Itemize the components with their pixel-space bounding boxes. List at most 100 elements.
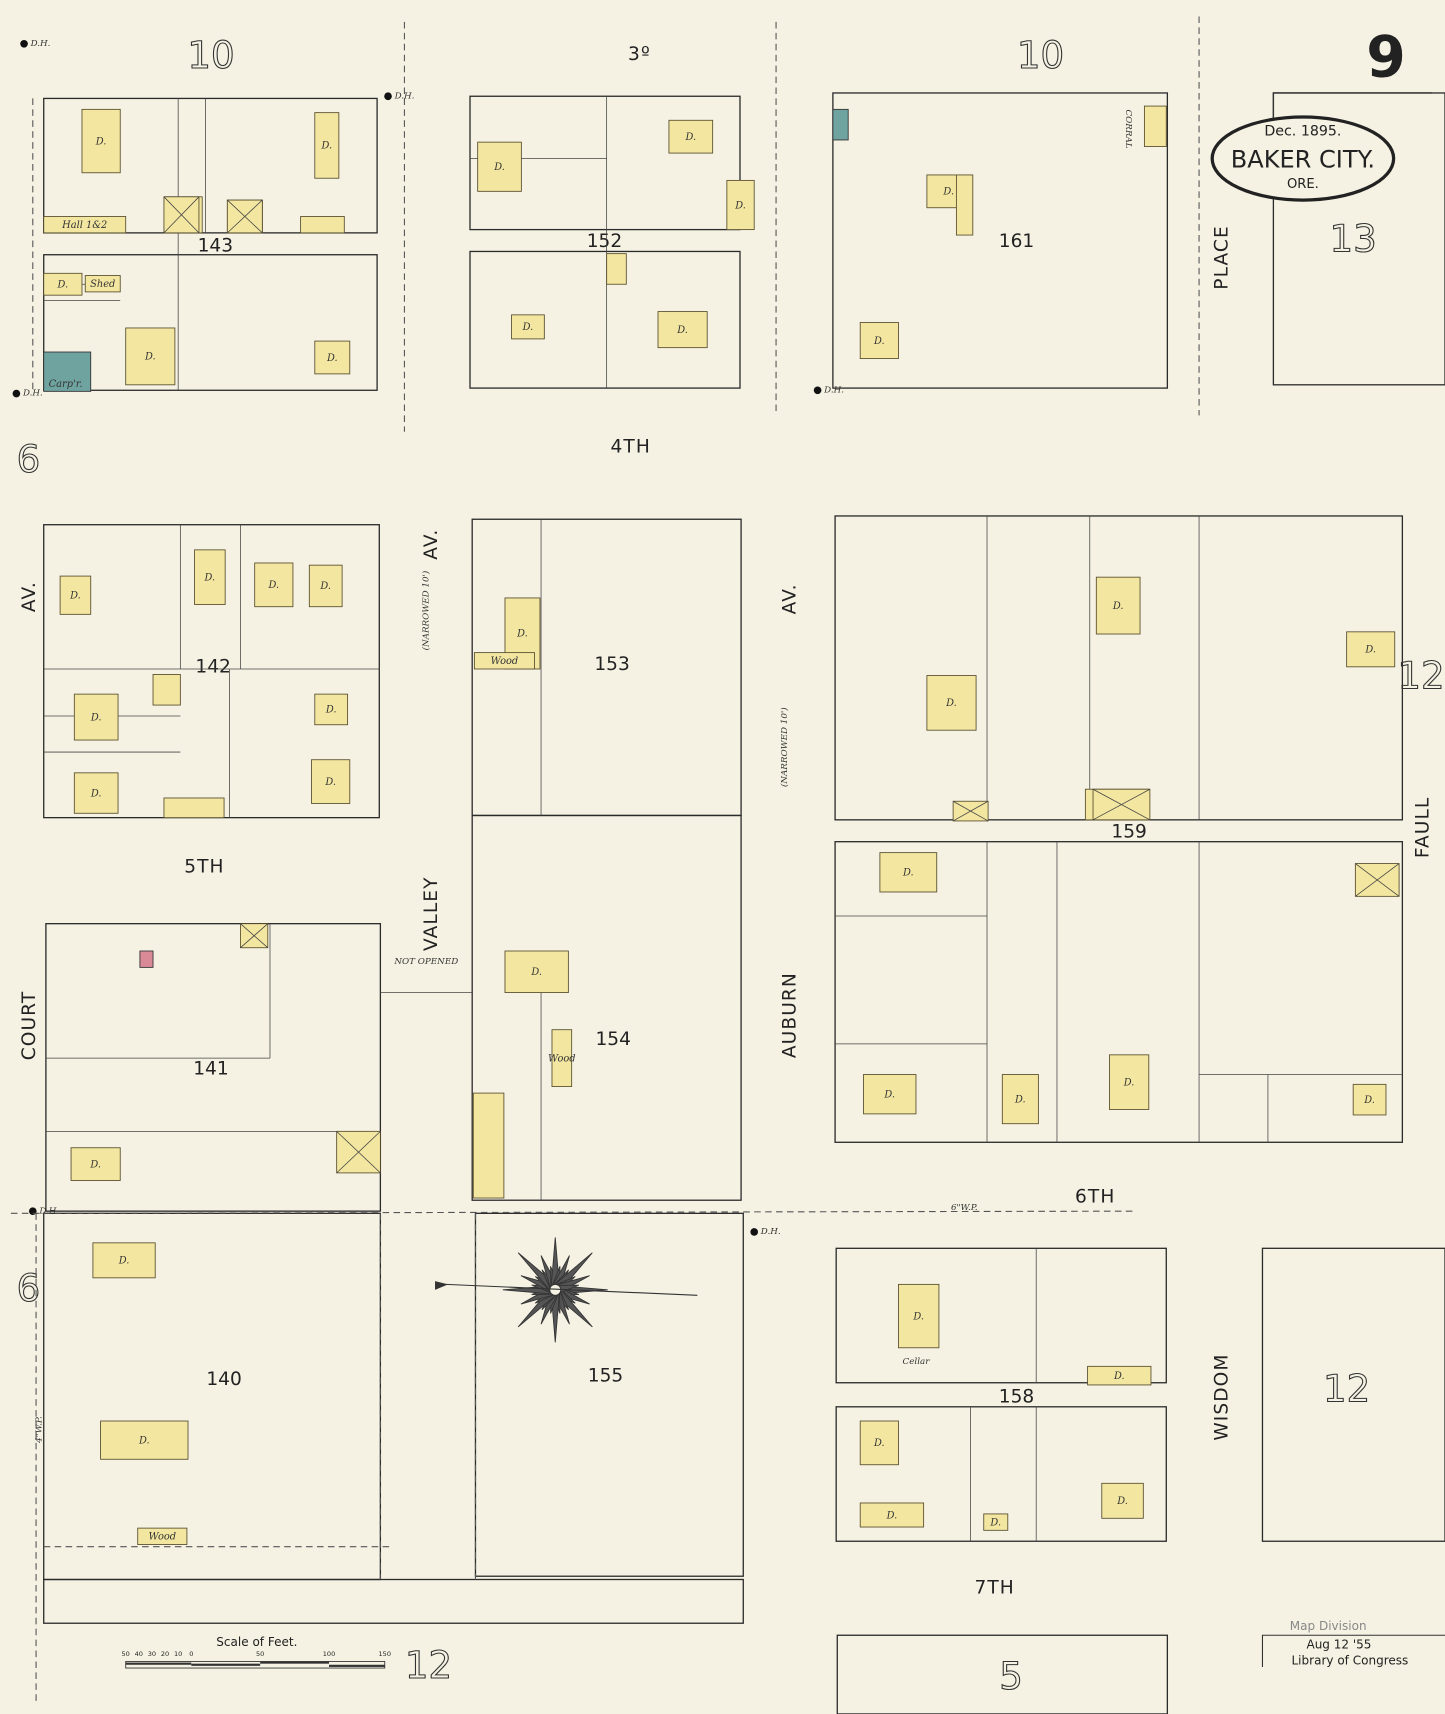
hydrant-label: D.H. bbox=[22, 389, 43, 399]
frame-building bbox=[504, 950, 569, 993]
frame-building bbox=[100, 1420, 189, 1460]
building-label: D. bbox=[90, 712, 102, 723]
frame-building bbox=[606, 253, 627, 285]
building-label: D. bbox=[57, 280, 69, 291]
block-number: 142 bbox=[195, 656, 230, 677]
frame-building bbox=[983, 1513, 1009, 1531]
frame-building bbox=[551, 1029, 573, 1087]
building-label: D. bbox=[324, 777, 336, 788]
building-label: Carp'r. bbox=[49, 379, 83, 390]
frame-building bbox=[511, 314, 545, 340]
frame-building bbox=[43, 272, 83, 296]
outbuilding-cross bbox=[240, 923, 269, 949]
block-number: 154 bbox=[595, 1029, 630, 1050]
city-block-outline bbox=[43, 254, 378, 391]
hydrant-label: D.H. bbox=[394, 91, 415, 101]
brick-building bbox=[139, 950, 154, 968]
building-label: D. bbox=[530, 967, 542, 978]
hydrant-label: D.H. bbox=[38, 1206, 59, 1216]
building-label: D. bbox=[522, 322, 534, 333]
hydrant-label: D.H. bbox=[760, 1227, 781, 1237]
frame-building bbox=[1143, 105, 1167, 147]
street-5th: 5TH bbox=[184, 856, 224, 877]
scale-tick-label: 20 bbox=[161, 1650, 169, 1658]
scale-tick-label: 50 bbox=[122, 1650, 130, 1658]
building-label: Wood bbox=[149, 1532, 177, 1543]
frame-building bbox=[194, 549, 226, 605]
building-label: D. bbox=[325, 705, 337, 716]
fire-hydrant-icon bbox=[750, 1228, 759, 1236]
building-label: Wood bbox=[548, 1053, 576, 1064]
city-block-outline bbox=[835, 1247, 1167, 1384]
frame-building bbox=[668, 119, 714, 154]
building-label: D. bbox=[1014, 1094, 1026, 1105]
state-name: ORE. bbox=[1287, 177, 1319, 192]
fire-hydrant-icon bbox=[813, 386, 822, 395]
city-block-outline bbox=[834, 515, 1404, 821]
sheet-ref: 12 bbox=[405, 1644, 452, 1687]
buildings-layer: D.D.Hall 1&2D.ShedD.D.D.D.D.D.D.D.D.D.D.… bbox=[12, 39, 1400, 1545]
scale-tick-label: 0 bbox=[189, 1650, 193, 1658]
library-stamp: Map Division Aug 12 '55 Library of Congr… bbox=[1261, 1619, 1445, 1668]
building-label: D. bbox=[326, 353, 338, 364]
building-label: D. bbox=[493, 162, 505, 173]
building-label: D. bbox=[886, 1510, 898, 1521]
frame-building bbox=[59, 575, 92, 615]
frame-building bbox=[477, 141, 522, 192]
water-main-label: 6"W.P. bbox=[951, 1203, 978, 1213]
building-label: D. bbox=[883, 1089, 895, 1100]
building-label: D. bbox=[945, 698, 957, 709]
street-court: COURT bbox=[19, 991, 40, 1061]
building-label: D. bbox=[118, 1256, 130, 1267]
frame-building bbox=[137, 1527, 188, 1545]
building-label: D. bbox=[319, 581, 331, 592]
building-label: D. bbox=[942, 187, 954, 198]
building-label: D. bbox=[676, 325, 688, 336]
city-block-outline bbox=[45, 923, 382, 1212]
sheet-ref: 6 bbox=[17, 438, 41, 481]
building-label: Shed bbox=[90, 279, 115, 290]
frame-building bbox=[92, 1242, 156, 1279]
frame-building bbox=[81, 108, 121, 174]
city-block-outline bbox=[474, 1212, 744, 1577]
block-number: 159 bbox=[1111, 821, 1146, 842]
sheet-ref: 6 bbox=[17, 1267, 41, 1310]
frame-building bbox=[314, 340, 351, 375]
building-label: Hall 1&2 bbox=[61, 220, 107, 231]
city-block-outline bbox=[834, 841, 1404, 1143]
frame-building bbox=[1095, 576, 1141, 635]
frame-building bbox=[879, 852, 938, 893]
building-label: D. bbox=[684, 132, 696, 143]
block-number: 143 bbox=[198, 235, 233, 256]
map-date: Dec. 1895. bbox=[1264, 124, 1341, 140]
block-number: 141 bbox=[193, 1059, 228, 1080]
building-label: D. bbox=[516, 629, 528, 640]
frame-building bbox=[311, 759, 351, 804]
frame-building bbox=[726, 179, 755, 231]
sheet-ref: 13 bbox=[1330, 217, 1377, 260]
street-wisdom: WISDOM bbox=[1211, 1354, 1232, 1441]
valley-note: (NARROWED 10') bbox=[420, 570, 431, 650]
stone-building bbox=[43, 351, 92, 392]
frame-building bbox=[152, 674, 181, 706]
frame-building bbox=[863, 1074, 917, 1115]
fire-hydrant-icon bbox=[12, 389, 21, 398]
block-number: 153 bbox=[594, 654, 629, 675]
scale-tick-label: 50 bbox=[256, 1650, 264, 1658]
building-label: Wood bbox=[491, 656, 519, 667]
building-label: D. bbox=[873, 1438, 885, 1449]
scale-tick-label: 100 bbox=[323, 1650, 335, 1658]
city-block-outline bbox=[43, 97, 378, 234]
street-3rd: 3º bbox=[628, 44, 651, 65]
frame-building bbox=[859, 322, 899, 360]
building-label: D. bbox=[144, 352, 156, 363]
stone-building bbox=[832, 108, 849, 141]
frame-building bbox=[300, 216, 345, 234]
adjacent-sheet-refs: 10 10 13 6 6 12 12 12 5 bbox=[16, 33, 1445, 1698]
sheet-ref: 5 bbox=[999, 1655, 1023, 1698]
frame-building bbox=[1108, 1054, 1150, 1110]
frame-building bbox=[1087, 1365, 1152, 1386]
street-4th: 4TH bbox=[610, 437, 650, 458]
city-block-outline bbox=[835, 1406, 1167, 1542]
frame-building bbox=[73, 772, 119, 814]
